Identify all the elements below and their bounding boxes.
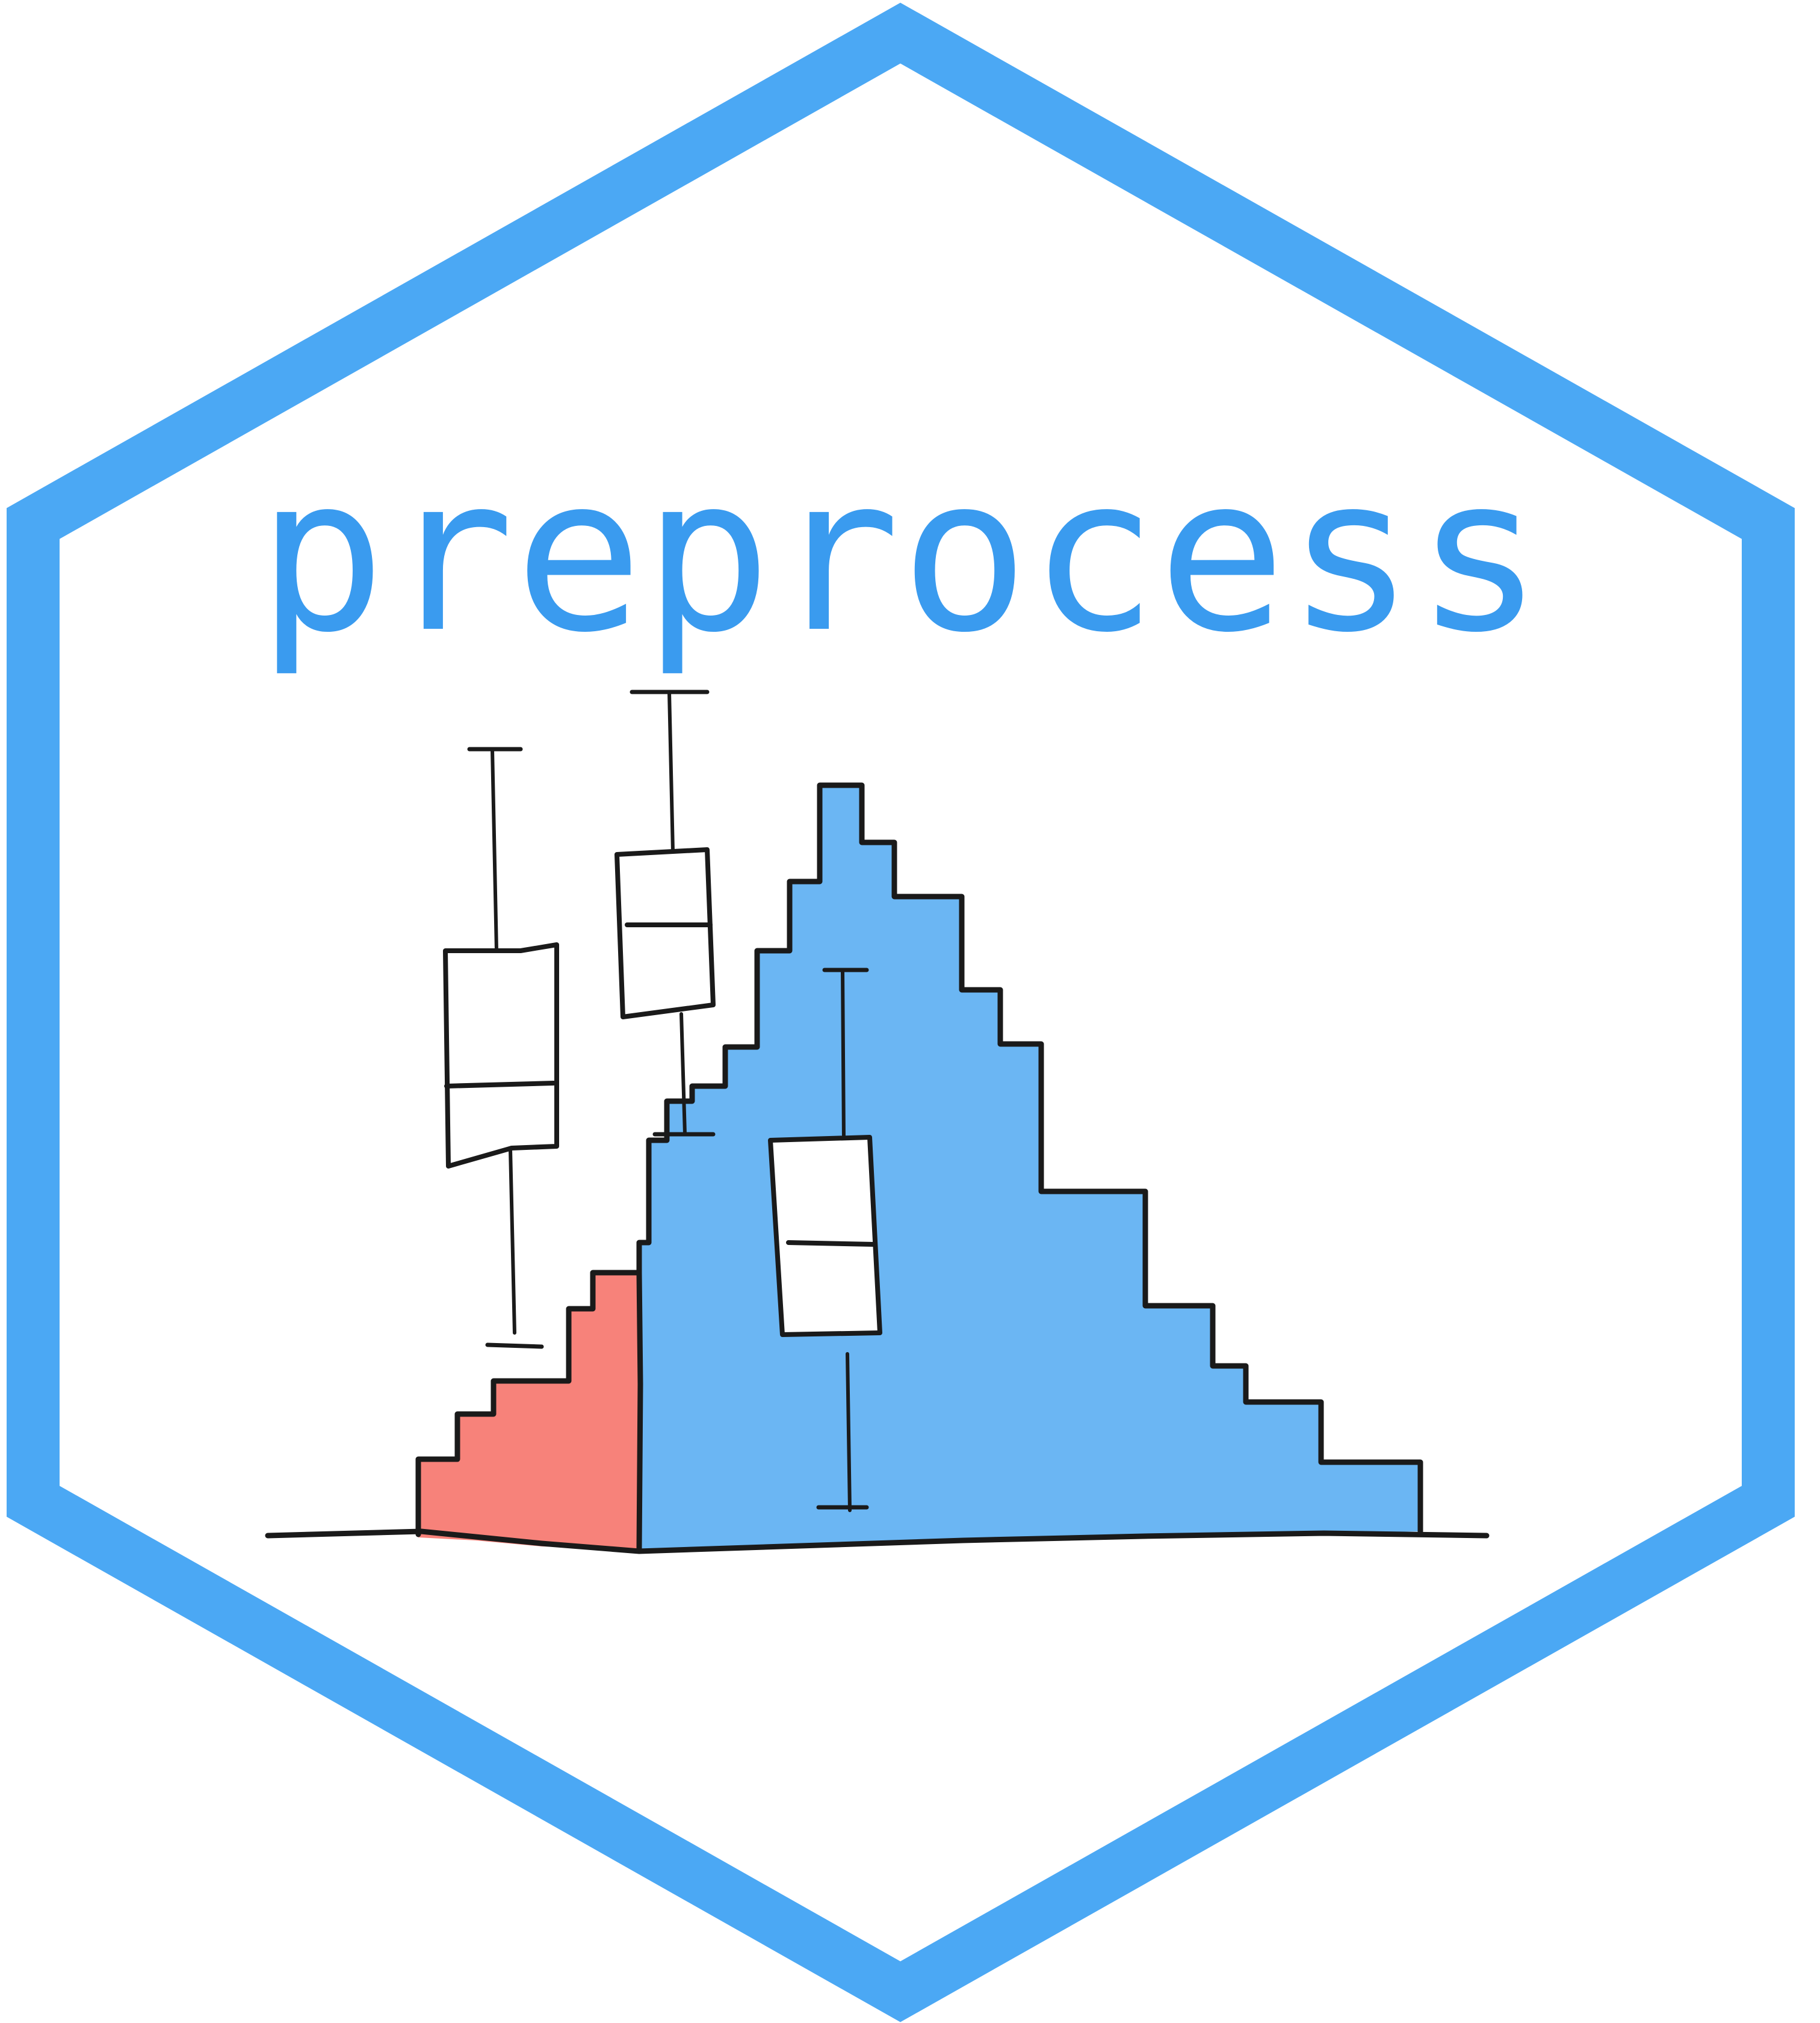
boxplot-left-box bbox=[443, 942, 559, 1169]
boxplot-right-upper-whisker bbox=[841, 968, 846, 1142]
histogram-left-region bbox=[418, 1273, 639, 1549]
boxplot-left bbox=[443, 747, 559, 1349]
boxplot-right bbox=[768, 968, 882, 1512]
boxplot-left-median bbox=[444, 1081, 556, 1089]
boxplot-right-lower-whisker bbox=[846, 1352, 852, 1512]
boxplot-middle-lower-whisker bbox=[679, 1012, 687, 1136]
histogram-baseline bbox=[265, 1528, 1490, 1554]
histogram-outline bbox=[415, 782, 1423, 1537]
boxplot-left-lower-whisker bbox=[509, 1147, 516, 1335]
boxplot-middle bbox=[614, 690, 716, 1137]
histogram-divider-line bbox=[636, 1270, 643, 1552]
boxplot-left-upper-whisker bbox=[491, 747, 498, 953]
sticker-title: preprocess bbox=[257, 430, 1543, 679]
histogram-illustration bbox=[265, 690, 1490, 1554]
boxplot-right-box bbox=[768, 1135, 882, 1337]
boxplot-right-median bbox=[786, 1240, 876, 1247]
boxplot-left-bottom-cap bbox=[485, 1342, 544, 1349]
histogram-right-region bbox=[639, 785, 1420, 1549]
boxplot-middle-box bbox=[614, 847, 716, 1019]
boxplot-middle-upper-whisker bbox=[667, 690, 675, 853]
